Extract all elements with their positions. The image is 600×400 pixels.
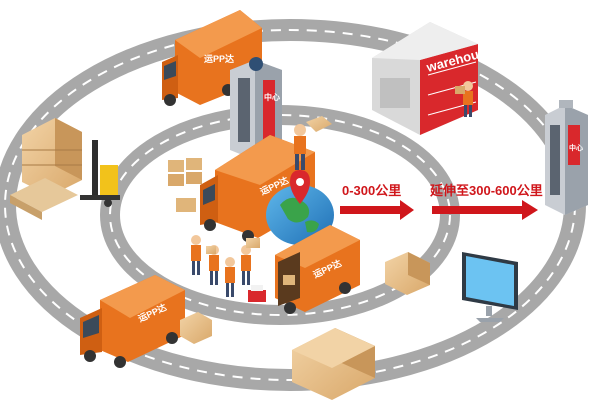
computer-monitor-icon: [462, 252, 518, 322]
label-outer-range: 延伸至300-600公里: [429, 183, 543, 198]
forklift: [80, 140, 120, 207]
pallet-boxes: [10, 118, 82, 220]
globe-pin: [266, 170, 334, 245]
label-inner-range: 0-300公里: [342, 183, 401, 198]
workers-group: [191, 235, 260, 297]
box-right: [385, 252, 430, 295]
arrow-inner-range: [340, 200, 414, 220]
truck-top-logo: 运PP达: [204, 53, 234, 64]
arrow-outer-range: [432, 200, 538, 220]
warehouse-building: warehouse: [372, 22, 494, 135]
tower-building-right: 中心: [545, 100, 588, 215]
tower-building-center: 中心: [230, 57, 282, 160]
box-bottom-left: [180, 312, 212, 344]
truck-bottom-left: 运PP达: [80, 275, 185, 368]
truck-open-back: 运PP达: [275, 225, 360, 314]
worker-loading: [294, 116, 332, 170]
tower-center-sign: 中心: [264, 92, 280, 102]
tower-right-sign: 中心: [569, 143, 583, 152]
box-stack-center: [168, 158, 202, 212]
red-parcel: [248, 285, 266, 302]
box-large-bottom: [292, 328, 375, 400]
worker-warehouse: [455, 81, 473, 117]
